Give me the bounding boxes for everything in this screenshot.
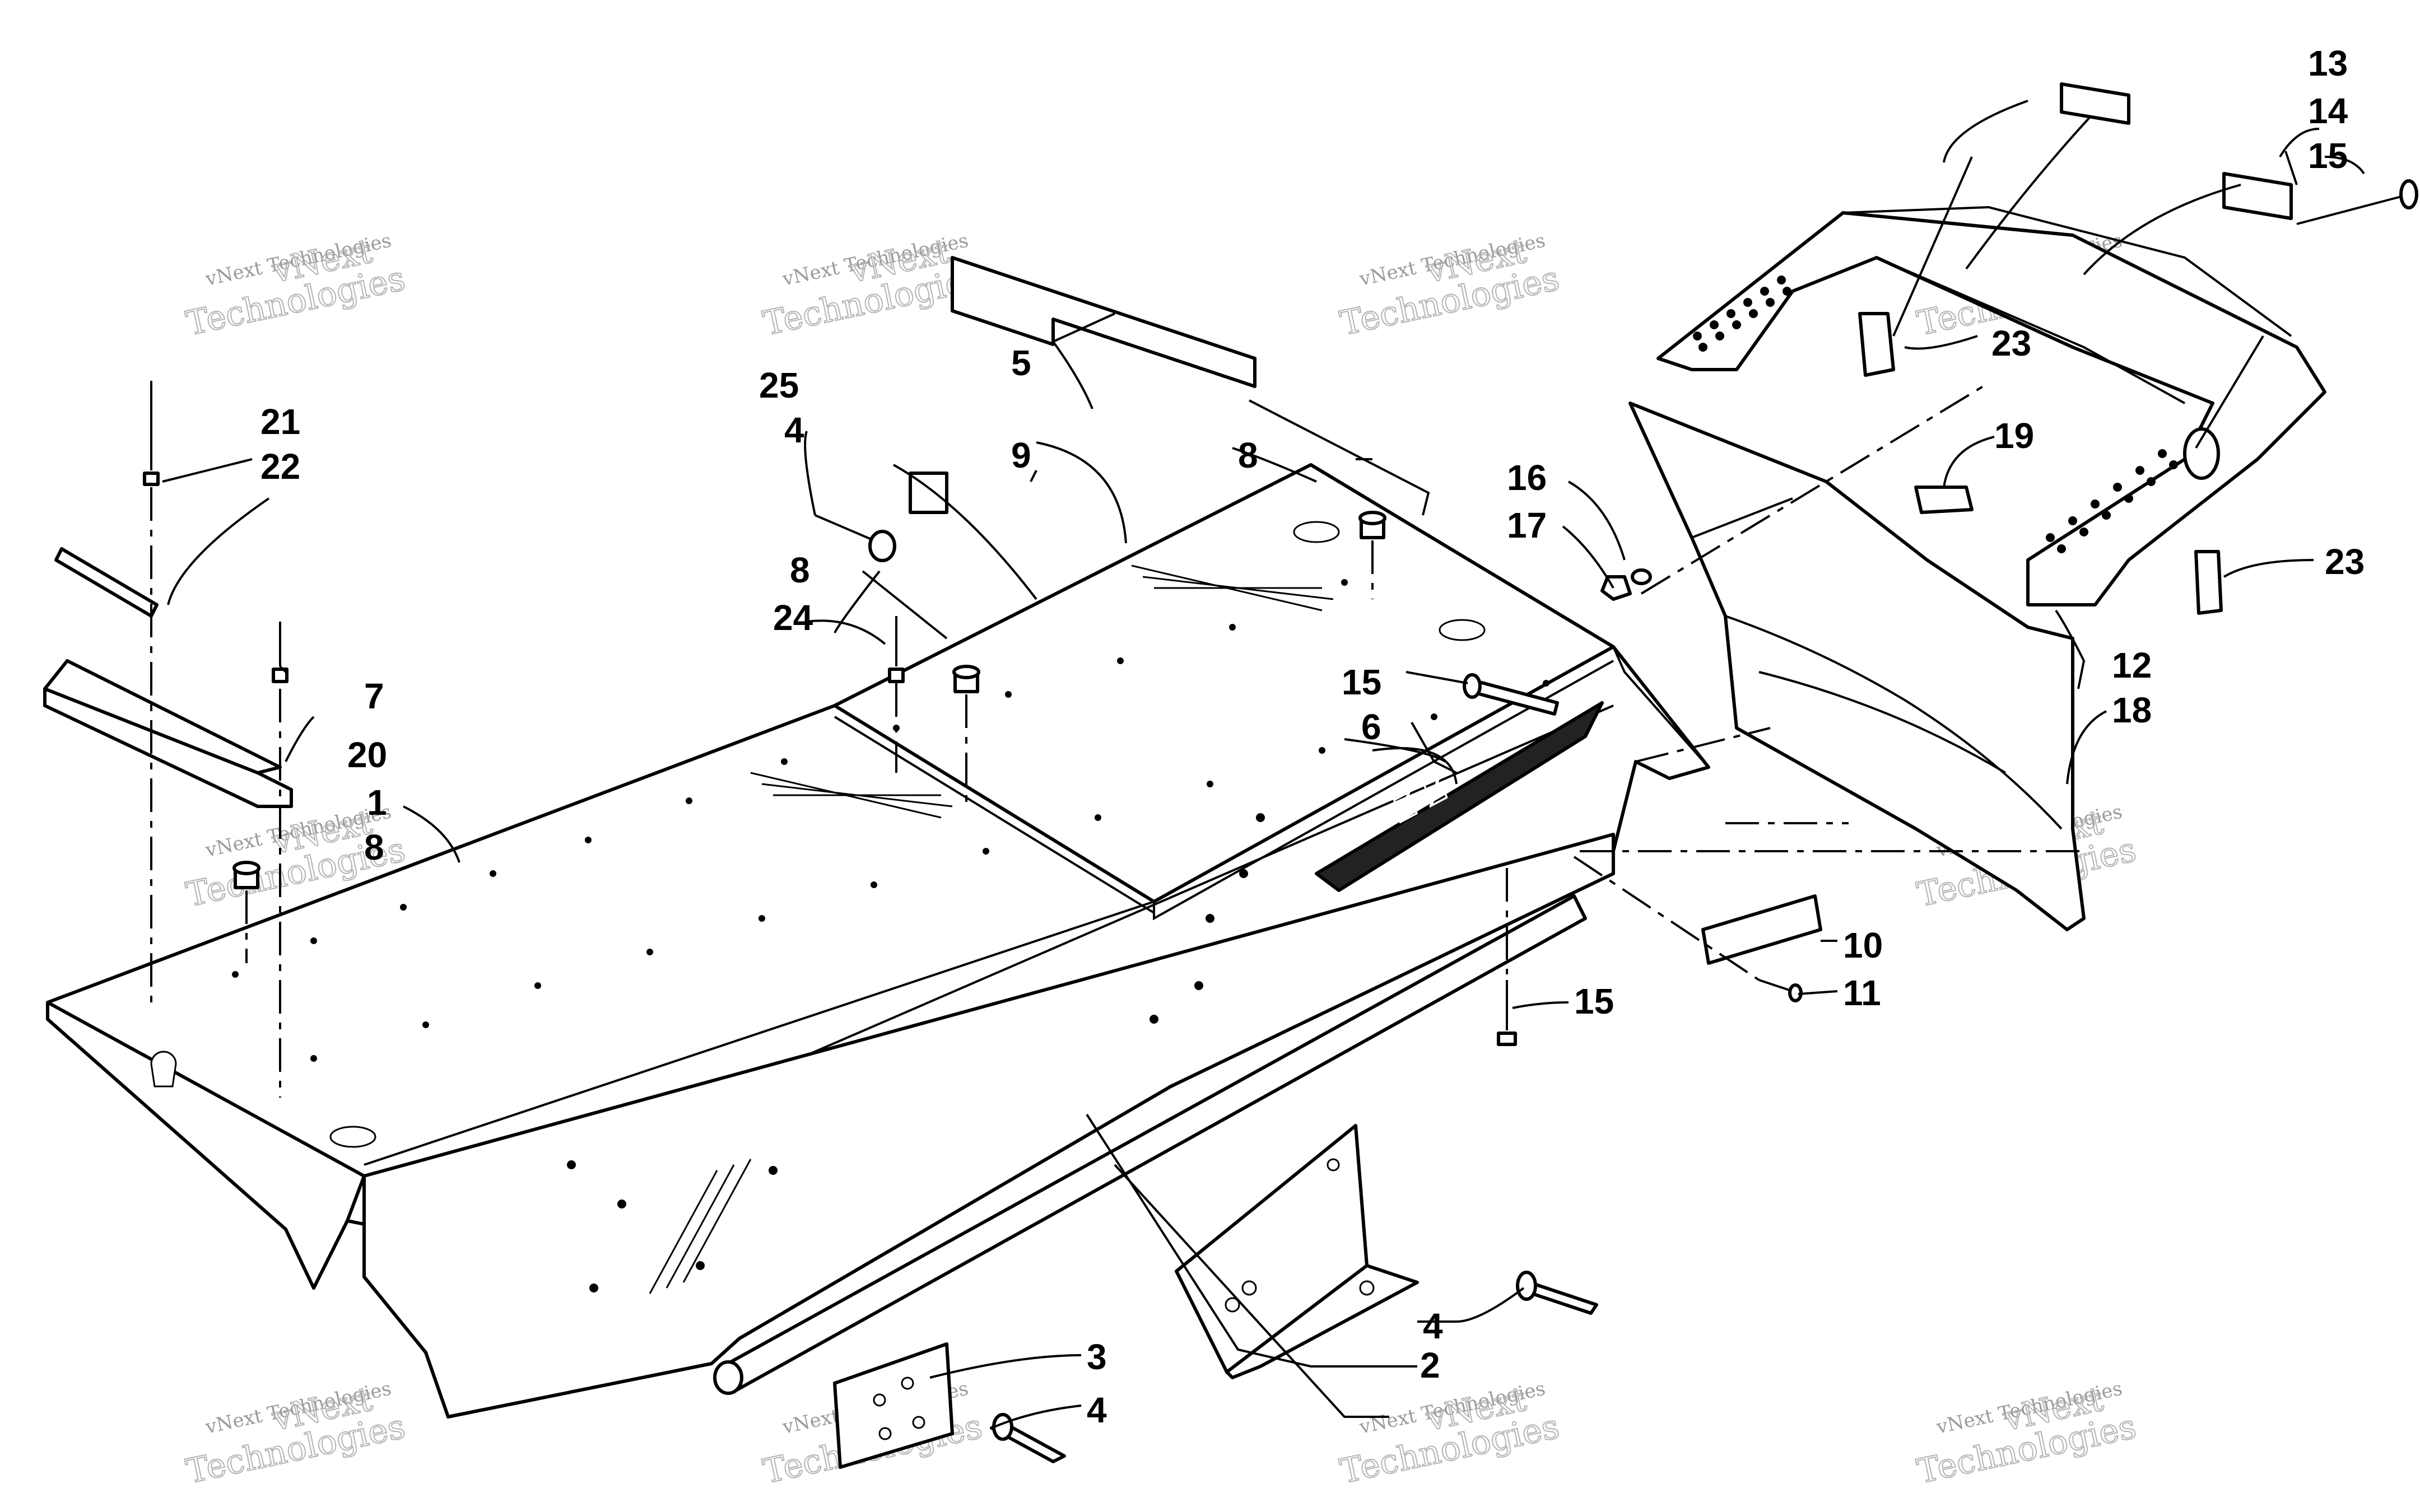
part-22-strap [54,547,159,618]
callout-23: 23 [2325,542,2365,582]
part-23-clip-top [1858,312,1895,377]
part-7-pin [272,622,288,683]
part-10-nameplate [1701,894,1822,965]
dash-line [1640,385,1984,595]
callout-21: 21 [260,402,300,442]
part-8-grommet-left [232,861,260,889]
part-9-outline [1249,399,1430,516]
bolt-15-top [2296,179,2418,225]
callout-8: 8 [364,827,384,867]
callout-2: 2 [1420,1345,1440,1385]
callout-15: 15 [2308,136,2348,176]
callout-4: 4 [1423,1306,1443,1346]
watermark: vNext Technologies vNext Technologies [182,229,409,344]
callout-22: 22 [260,446,300,487]
watermark: vNext Technologies vNext Technologies [759,229,986,344]
callout-25: 25 [759,365,799,405]
part-1-tunnel [46,463,1710,1418]
callout-8: 8 [790,550,810,590]
callout-5: 5 [1011,343,1031,383]
part-20-channel [43,659,293,808]
bolt-15-center [1463,673,1559,716]
watermark: vNext Technologies vNext Technologies [1336,229,1563,344]
callout-8: 8 [1238,435,1258,475]
bolt-15-lower [1497,980,1517,1046]
part-17-washer [1631,568,1652,585]
part-3-plate [833,1342,954,1469]
callout-24: 24 [773,598,813,638]
watermark: vNext Technologies vNext Technologies [1913,1377,2140,1492]
callout-18: 18 [2112,690,2152,730]
part-23-clip-right [2194,550,2223,615]
part-2-bracket [1175,1124,1419,1379]
grip-dots [1693,276,2178,553]
rivet-4-bracket [1516,1271,1598,1315]
rivet-4-top [815,514,896,562]
callout-4: 4 [1087,1390,1107,1430]
part-5-strip [951,256,1256,388]
tunnel-bump [1439,619,1486,641]
part-8-grommet-center [952,665,980,693]
callout-10: 10 [1843,925,1883,965]
tunnel-bump [1293,521,1340,543]
dash-line [1635,727,1771,763]
callouts: 1 2 3 4 4 4 4 5 6 7 8 8 8 9 10 11 12 13 … [260,43,2365,1430]
leader-lines [162,100,2365,1429]
part-8-grommet-top [1358,511,1386,539]
part-12-bumper [1656,206,2326,606]
callout-3: 3 [1087,1337,1107,1377]
callout-19: 19 [1994,416,2034,456]
callout-6: 6 [1361,707,1381,747]
callout-4: 4 [784,410,804,450]
part-16-nut [1600,575,1632,601]
callout-14: 14 [2308,91,2348,131]
part-19-clip [1914,486,1974,514]
part-11-screw [1758,979,1803,1002]
dash-line [1573,856,1760,981]
part-18-rear-flap [1628,402,2086,931]
callout-1: 1 [367,782,387,823]
texture-hatch [649,564,1334,1294]
part-24-pin [888,616,905,683]
callout-15: 15 [1574,981,1614,1021]
rivet-holes [232,579,1549,1292]
callout-12: 12 [2112,645,2152,685]
part-21-pin [143,381,160,486]
callout-13: 13 [2308,43,2348,83]
callout-7: 7 [364,676,384,716]
part-14-label [2222,172,2293,220]
callout-16: 16 [1507,458,1547,498]
callout-17: 17 [1507,505,1547,545]
callout-20: 20 [347,735,387,775]
part-13-label [2060,82,2130,125]
callout-15: 15 [1342,662,1381,702]
callout-11: 11 [1843,973,1881,1013]
callout-9: 9 [1011,435,1031,475]
watermark: vNext Technologies vNext Technologies [182,1377,409,1492]
rail-rod [713,894,1587,1395]
watermark: vNext Technologies vNext Technologies [1336,1377,1563,1492]
rivet-4-bottom [990,1413,1066,1463]
callout-23: 23 [1991,323,2031,363]
